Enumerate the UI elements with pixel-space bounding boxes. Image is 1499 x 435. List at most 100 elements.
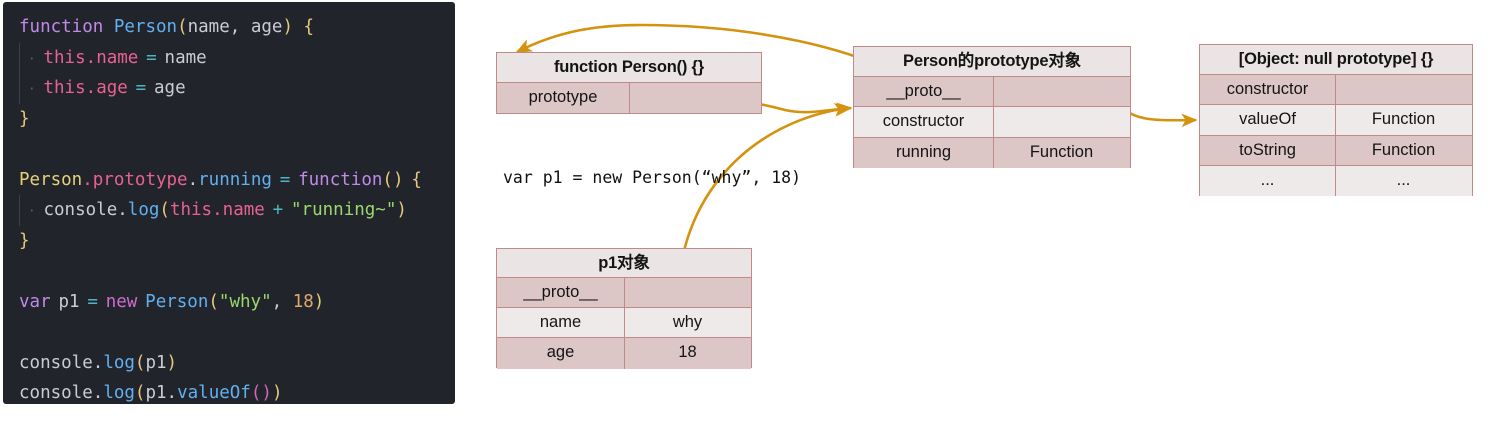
token-dot-valueof: .: [166, 383, 178, 403]
token-value-name: name: [164, 47, 207, 68]
token-prop-name-2: name: [222, 200, 265, 220]
cell-key-valueof: valueOf: [1200, 105, 1336, 135]
token-prop-name: name: [96, 47, 139, 68]
cell-key-ellipsis: ...: [1200, 165, 1336, 197]
token-p1-arg-2: p1: [145, 383, 167, 403]
code-line-5-blank: [3, 134, 455, 165]
code-editor-panel: function Person(name, age) { · this.name…: [3, 2, 455, 404]
token-plus: +: [272, 200, 284, 220]
token-space: [103, 17, 114, 37]
cell-value-proto: [994, 77, 1129, 106]
token-dot-prototype: .: [82, 169, 93, 190]
table-person-prototype: Person的prototype对象 __proto__ constructor…: [853, 46, 1131, 169]
code-line-12: console.log(p1): [3, 348, 455, 379]
token-comma: ,: [229, 17, 251, 37]
token-whitespace-dots-2: ·: [20, 82, 44, 97]
token-dot-age: .: [85, 78, 97, 98]
arrow-proto-proto-to-null: [1043, 90, 1198, 128]
token-keyword-new: new: [105, 291, 138, 312]
cell-key-running: running: [854, 137, 994, 169]
token-dot-sep5: [272, 174, 280, 189]
instantiation-statement: var p1 = new Person(“why”, 18): [503, 168, 802, 187]
token-prop-age: age: [96, 78, 128, 98]
token-dot-sep13: [137, 296, 145, 311]
token-inner-paren-pair: (): [250, 383, 272, 403]
token-p1-arg: p1: [145, 352, 167, 373]
token-number-18: 18: [292, 291, 314, 312]
token-brace-open: {: [303, 17, 315, 37]
cell-value-proto: [625, 278, 750, 307]
code-line-8: }: [3, 226, 455, 257]
token-keyword-function: function: [19, 17, 104, 37]
table-row: age 18: [497, 338, 751, 369]
arrow-p1-proto-to-proto-table: [676, 103, 851, 300]
token-prop-running: running: [198, 169, 272, 190]
cell-key-tostring: toString: [1200, 135, 1336, 165]
table-row: constructor: [854, 107, 1130, 138]
token-paren-close-3: ): [313, 291, 325, 312]
code-line-4: }: [3, 104, 455, 135]
arrow-prototype-to-proto-table: [699, 97, 853, 116]
token-this-3: this: [169, 200, 213, 220]
token-paren-close-5: ): [271, 383, 283, 403]
cell-key-constructor: constructor: [854, 107, 994, 137]
cell-value-ellipsis: ...: [1396, 170, 1411, 189]
token-dot-name-2: .: [212, 200, 223, 220]
token-assign-2: =: [135, 78, 147, 98]
token-paren-open: (: [177, 17, 188, 37]
token-dot-sep3: [128, 82, 136, 97]
token-prop-prototype: prototype: [92, 169, 188, 190]
token-this-2: this: [43, 78, 86, 98]
table-p1-object: p1对象 __proto__ name why age 18: [496, 248, 752, 369]
cell-key-proto: __proto__: [854, 77, 994, 107]
token-dot-log-2: .: [92, 352, 104, 373]
token-keyword-var: var: [19, 291, 51, 312]
cell-value-constructor: [1336, 75, 1471, 104]
token-p1: p1: [58, 291, 80, 312]
cell-value-running: Function: [1029, 142, 1094, 161]
token-whitespace-dots-3: ·: [20, 204, 44, 219]
token-this: this: [43, 47, 86, 68]
token-console-3: console: [19, 383, 93, 403]
table-person-prototype-caption: Person的prototype对象: [854, 47, 1130, 77]
token-string-running: "running~": [291, 200, 397, 220]
token-brace-open-2: {: [411, 169, 422, 190]
table-null-prototype: [Object: null prototype] {} constructor …: [1199, 44, 1473, 197]
token-dot-sep: [138, 52, 146, 67]
code-line-13: console.log(p1.valueOf()): [3, 378, 455, 404]
token-identifier-person: Person: [113, 17, 178, 37]
token-dot-sep2: [157, 52, 165, 67]
cell-key-age: age: [497, 338, 625, 369]
token-console: console: [43, 200, 118, 220]
token-paren-close: ): [282, 17, 293, 37]
cell-key-proto: __proto__: [497, 278, 625, 308]
table-row: running Function: [854, 137, 1130, 169]
code-line-11-blank: [3, 317, 455, 348]
token-comma-2: ,: [271, 291, 293, 312]
cell-value-valueof: Function: [1371, 110, 1436, 129]
cell-value-age: 18: [678, 343, 697, 362]
token-whitespace-dots: ·: [20, 51, 44, 67]
cell-key-name: name: [497, 308, 625, 338]
table-row: name why: [497, 308, 751, 339]
token-dot-sep8: [265, 204, 273, 219]
cell-key-prototype: prototype: [497, 83, 630, 113]
code-line-10: var p1 = new Person("why", 18): [3, 287, 455, 318]
token-person-call: Person: [145, 291, 209, 312]
token-dot-running: .: [187, 169, 199, 190]
token-brace-close: }: [19, 108, 30, 129]
arrow-constructor-to-person: [515, 23, 1051, 125]
token-paren-pair: (): [382, 169, 404, 190]
token-paren-close-2: ): [396, 200, 407, 220]
token-paren-open-3: (: [208, 291, 219, 312]
token-keyword-function-2: function: [298, 169, 383, 190]
table-row: valueOf Function: [1200, 105, 1472, 136]
token-console-2: console: [19, 352, 93, 373]
token-paren-close-4: ): [166, 352, 178, 373]
token-log-2: log: [103, 352, 135, 373]
token-dot-name: .: [85, 47, 97, 68]
code-line-9-blank: [3, 256, 455, 287]
token-value-age: age: [154, 78, 186, 98]
table-row: prototype: [497, 83, 761, 113]
table-row: __proto__: [854, 77, 1130, 108]
